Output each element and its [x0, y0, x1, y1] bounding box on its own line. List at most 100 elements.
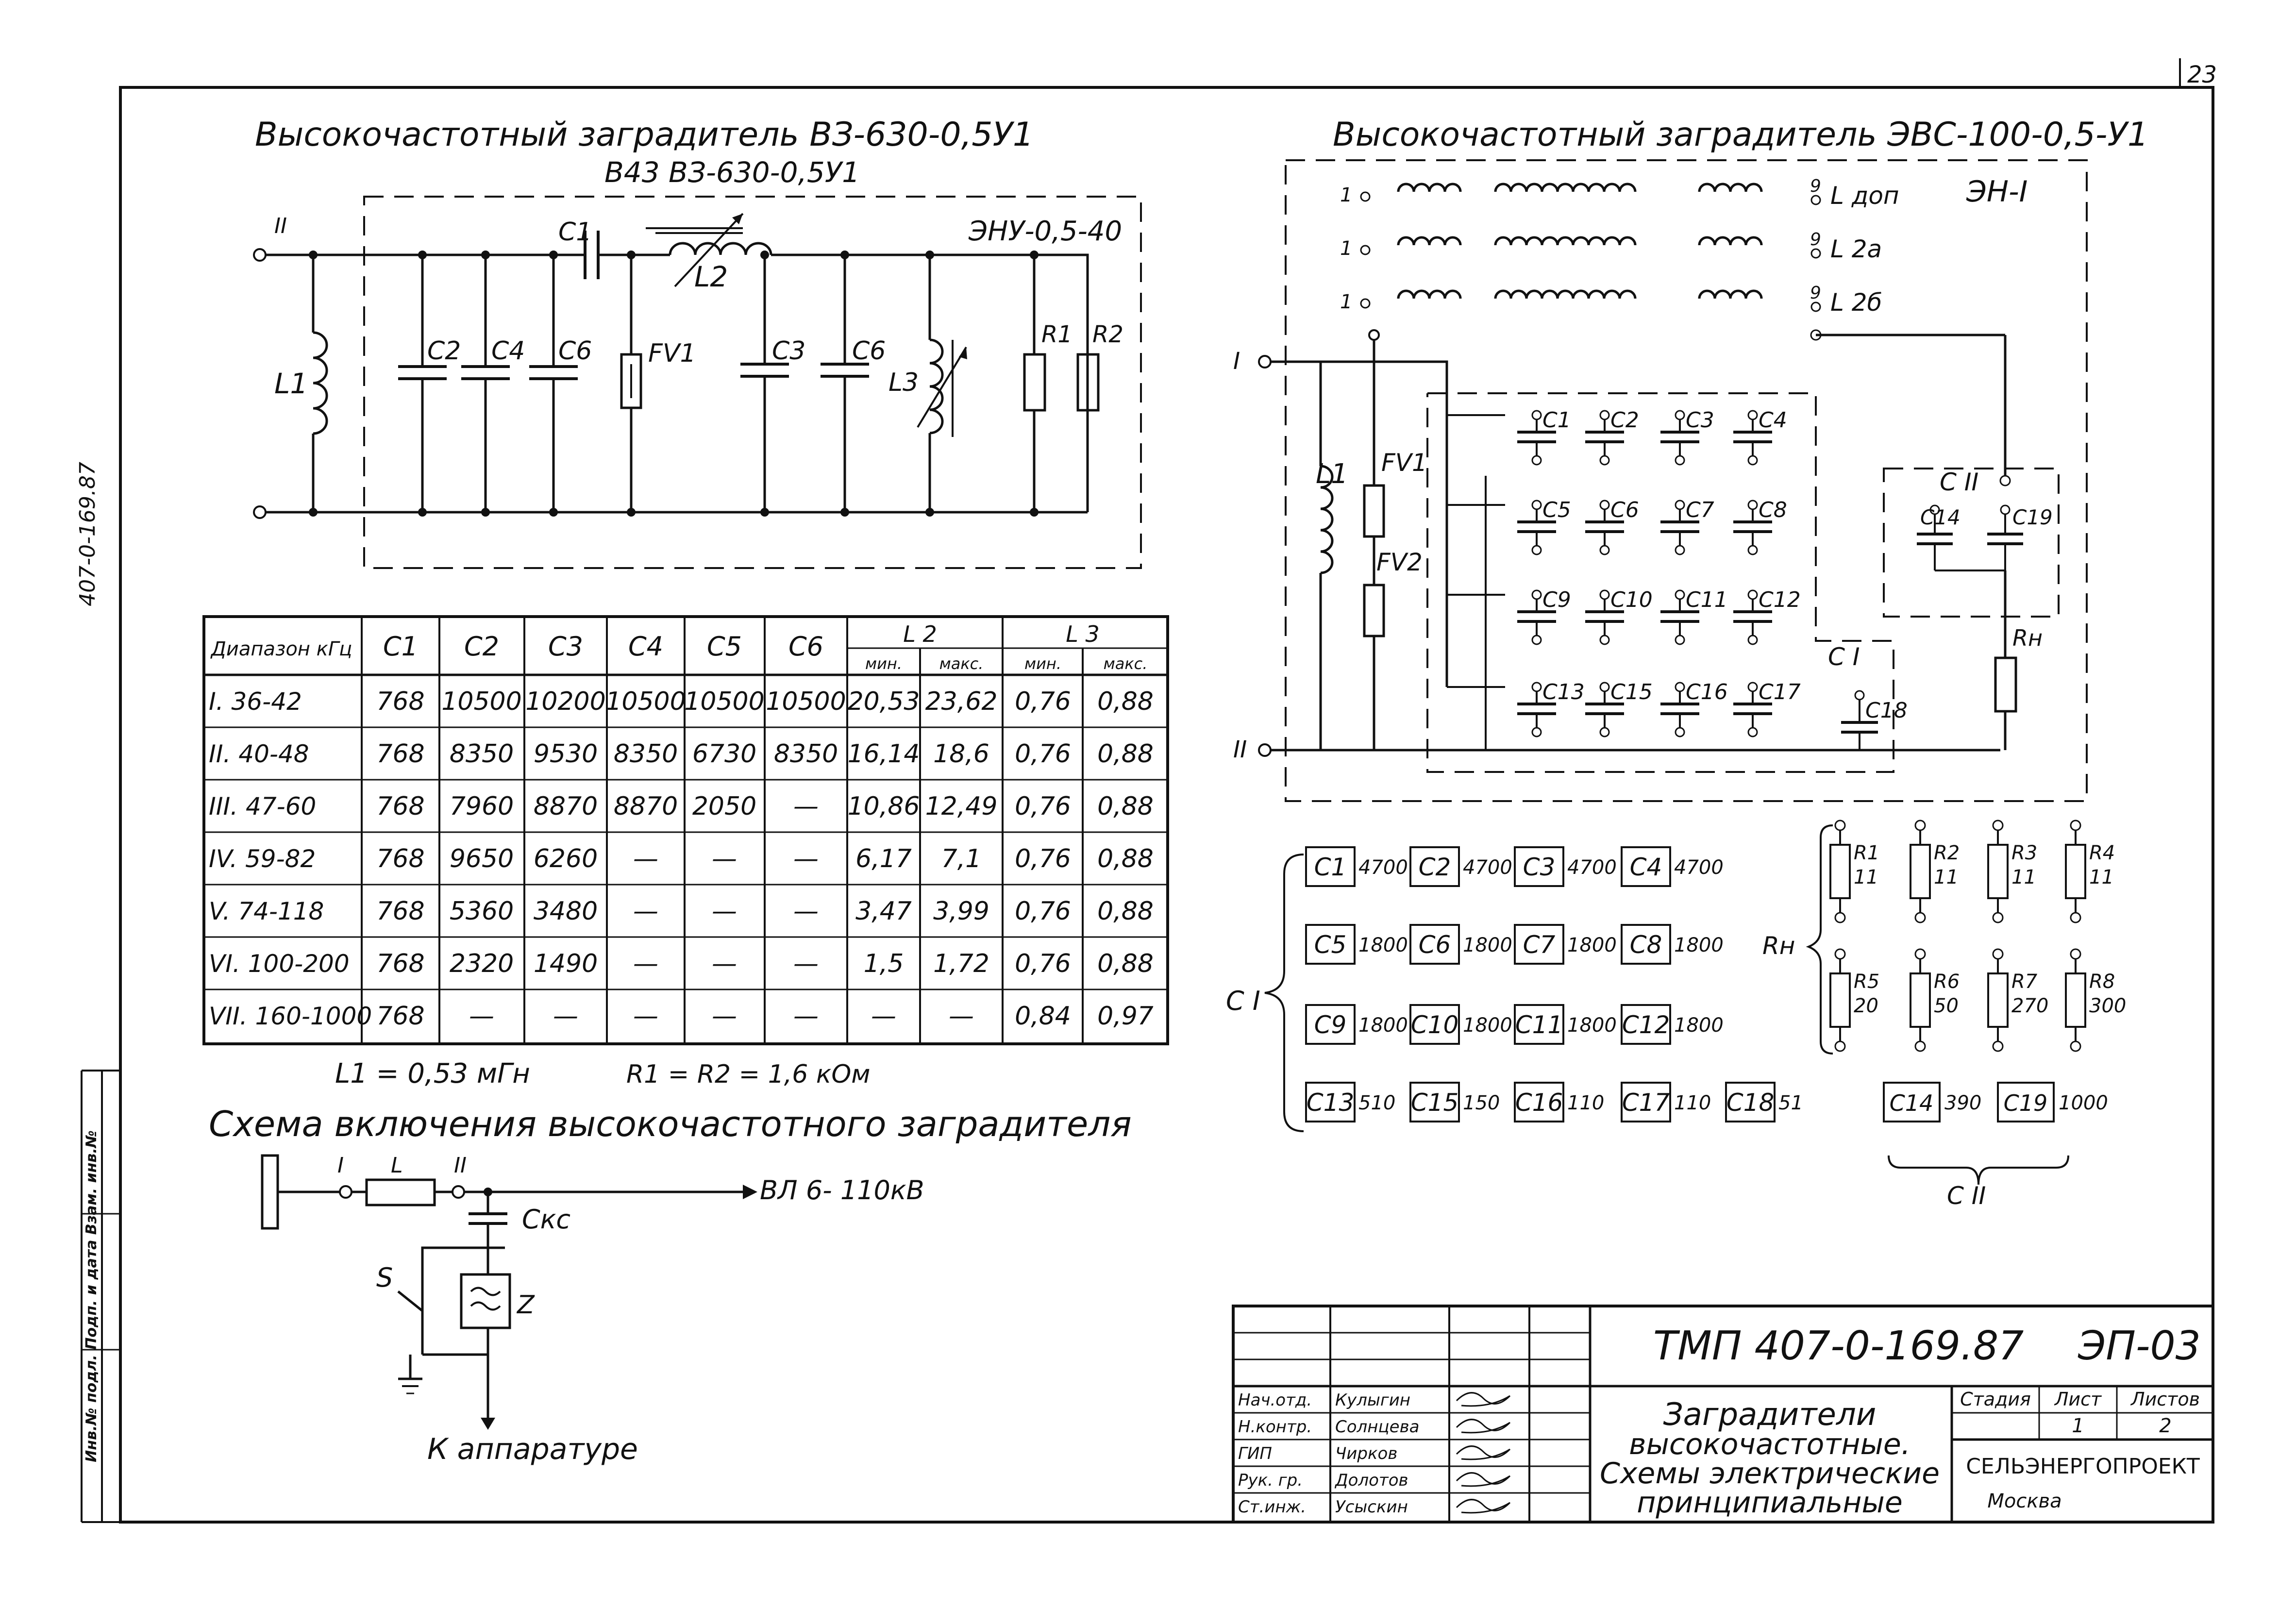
- component-name: C11: [1515, 1011, 1563, 1039]
- left-c4-label: C4: [491, 336, 525, 366]
- component-name: C18: [1726, 1089, 1775, 1117]
- resistor-name: R6: [1934, 971, 1960, 993]
- component-name: C10: [1411, 1011, 1459, 1039]
- capacitor-c7: C7: [1660, 498, 1714, 555]
- left-l1-label: L1: [274, 367, 308, 400]
- table-value-cell: 1490: [534, 949, 598, 978]
- left-c3-label: C3: [772, 336, 805, 366]
- resistor-name: R1: [1854, 842, 1879, 864]
- left-junction-dots: [309, 251, 1039, 517]
- table-value-cell: 5360: [450, 897, 514, 926]
- ci-group-box: [1426, 392, 1894, 773]
- capacitor-c2: C2: [1585, 408, 1639, 466]
- resistor-value: 50: [1934, 995, 1959, 1017]
- table-value-cell: 0,88: [1097, 687, 1154, 716]
- table-value-cell: —: [633, 897, 658, 926]
- table-value-cell: 768: [376, 949, 424, 978]
- page-number: 23: [2187, 61, 2217, 88]
- table-value-cell: 8350: [614, 739, 678, 769]
- staff-name: Усыскин: [1335, 1497, 1408, 1517]
- drawing-title-line-4: принципиальные: [1637, 1486, 1903, 1520]
- table-value-cell: 0,76: [1015, 687, 1071, 716]
- table-header-cell: Диапазон кГц: [210, 638, 352, 660]
- sheets-total: 2: [2159, 1415, 2171, 1437]
- table-value-cell: 2320: [450, 949, 514, 978]
- table-header-cell: L 3: [1066, 621, 1100, 647]
- staff-role: ГИП: [1238, 1444, 1272, 1463]
- table-value-cell: 7,1: [941, 844, 982, 873]
- left-c4-capacitor: [461, 255, 510, 512]
- table-value-cell: 8350: [774, 739, 838, 769]
- table-value-cell: —: [469, 1002, 494, 1031]
- table-range-cell: I. 36-42: [209, 687, 302, 716]
- table-value-cell: 8870: [614, 792, 678, 821]
- component-value: 1000: [2059, 1092, 2108, 1114]
- svg-text:S: S: [376, 1262, 393, 1293]
- resistor-name: R8: [2089, 971, 2115, 993]
- left-unit-box: [363, 196, 1142, 569]
- resistor-value: 270: [2011, 995, 2048, 1017]
- capacitor-c15: C15: [1585, 680, 1653, 737]
- table-range-cell: IV. 59-82: [209, 845, 316, 873]
- component-name: C15: [1411, 1089, 1459, 1117]
- table-value-cell: 1,5: [864, 949, 904, 978]
- component-value: 1800: [1463, 1014, 1512, 1037]
- cii-list-label: C II: [1947, 1182, 1986, 1210]
- component-value: 51: [1778, 1092, 1803, 1114]
- ci-list-label: C I: [1226, 986, 1260, 1016]
- table-value-cell: 10500: [441, 687, 521, 716]
- staff-signature: [1456, 1499, 1511, 1514]
- table-value-cell: 7960: [450, 792, 514, 821]
- l1-inductor-symbol: [313, 331, 328, 435]
- left-r1-label: R1: [1041, 321, 1073, 348]
- staff-name: Чирков: [1335, 1444, 1397, 1463]
- busbar: [261, 1154, 279, 1230]
- component-value: 110: [1674, 1092, 1711, 1114]
- cii-group-label: C II: [1940, 468, 1978, 496]
- svg-text:Cкс: Cкс: [522, 1204, 570, 1235]
- capacitor-c5: C5: [1517, 498, 1571, 555]
- svg-text:9: 9: [1810, 176, 1821, 196]
- table-value-cell: 1,72: [933, 949, 989, 978]
- left-c1-capacitor: [563, 231, 646, 279]
- table-value-cell: —: [793, 949, 819, 978]
- table-value-cell: 768: [376, 844, 424, 873]
- right-fv1-label: FV1: [1381, 449, 1427, 477]
- component-name: C4: [1630, 853, 1662, 881]
- component-value: 1800: [1358, 1014, 1408, 1037]
- capacitor-c6: C6: [1585, 498, 1639, 555]
- table-value-cell: —: [712, 897, 737, 926]
- resistor-value: 300: [2089, 995, 2126, 1017]
- table-value-cell: 768: [376, 792, 424, 821]
- staff-role: Рук. гр.: [1238, 1471, 1303, 1490]
- drawing-code: ТМП 407-0-169.87: [1653, 1323, 2024, 1369]
- capacitor-label: C6: [1610, 498, 1639, 522]
- left-l2-variable-inductor: [646, 213, 772, 287]
- resistor-name: R5: [1854, 971, 1879, 993]
- component-name: C16: [1515, 1089, 1563, 1117]
- svg-text:9: 9: [1810, 283, 1821, 303]
- table-value-cell: 10500: [766, 687, 846, 716]
- drawing-title-line-1: Заградители: [1663, 1397, 1877, 1433]
- table-value-cell: —: [633, 949, 658, 978]
- table-value-cell: 768: [376, 1002, 424, 1031]
- table-range-cell: V. 74-118: [209, 897, 324, 925]
- resistor-name: R3: [2011, 842, 2037, 864]
- capacitor-label: C1: [1542, 408, 1571, 433]
- table-value-cell: 6260: [534, 844, 598, 873]
- drawing-sheet-code: ЭП-03: [2078, 1323, 2201, 1369]
- left-c6b-label: C6: [852, 336, 886, 366]
- component-name: C8: [1630, 931, 1662, 959]
